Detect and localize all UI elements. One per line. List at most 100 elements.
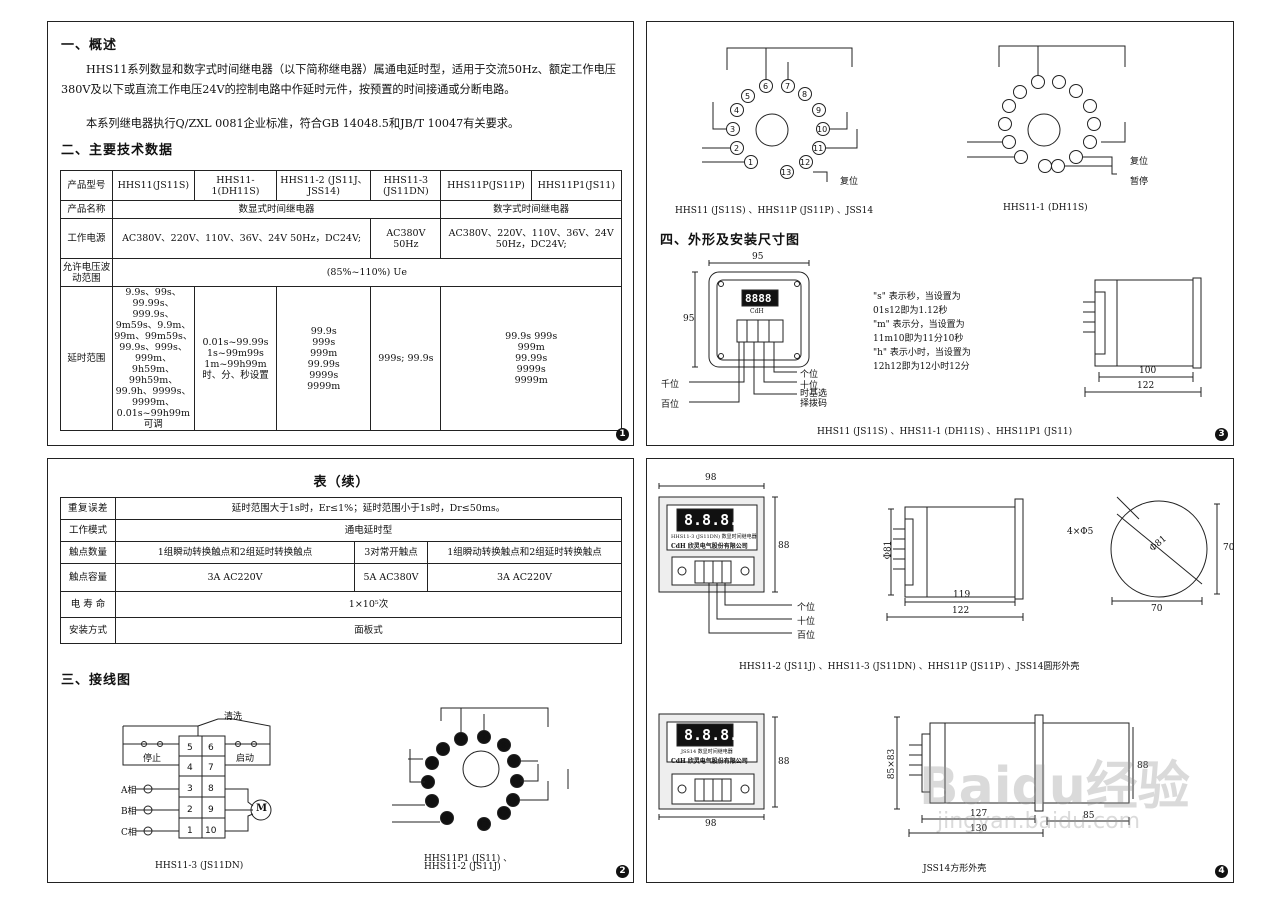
svg-text:9: 9 — [511, 757, 516, 766]
section-heading-wiring: 三、接线图 — [61, 673, 132, 688]
dimension-caption: HHS11 (JS11S) 、HHS11-1 (DH11S) 、HHS11P1 … — [817, 427, 1073, 437]
wiring-caption-right-1: HHS11P1 (JS11) 、 — [424, 854, 513, 864]
terminal-caption-right: HHS11-1 (DH11S) — [1003, 203, 1088, 213]
dim-88-side: 88 — [1137, 761, 1149, 771]
timebase-label: 时基选择拨码 — [800, 389, 828, 409]
dim-122: 122 — [1137, 381, 1155, 391]
wiring-label-stop: 停止 — [143, 754, 162, 764]
table-cell: HHS11P1(JS11) — [530, 170, 623, 201]
phase-b-label: B相 — [121, 807, 137, 817]
svg-text:8: 8 — [208, 784, 214, 794]
model-label-round: HHS11-3 (JS11DN) 数显时间继电器 — [671, 534, 757, 540]
svg-text:11: 11 — [813, 144, 823, 153]
company-label-square: CdH 欣灵电气股份有限公司 — [671, 758, 748, 765]
svg-text:5: 5 — [745, 92, 750, 101]
table-cell: AC380V、220V、110V、36V、24V 50Hz，DC24V; — [440, 218, 622, 259]
brand-label: CdH — [750, 308, 764, 315]
table-cell: HHS11-3 (JS11DN) — [370, 170, 442, 201]
tens-digit-label: 十位 — [797, 617, 816, 627]
round-housing-side — [886, 496, 1220, 621]
table-continued-title: 表（续） — [313, 475, 370, 490]
table-cell: 产品型号 — [60, 170, 113, 201]
dim-98-bottom: 98 — [705, 819, 717, 829]
svg-text:8: 8 — [802, 90, 807, 99]
motor-symbol: M — [256, 803, 268, 814]
phase-a-label: A相 — [121, 786, 137, 796]
table-cell: 999s; 99.9s — [370, 286, 442, 431]
page-panel-4: 98 88 8.8.8. HHS11-3 (JS11DN) 数显时间继电器 Cd… — [646, 458, 1234, 883]
svg-text:5: 5 — [187, 743, 193, 753]
square-housing-caption: JSS14方形外壳 — [923, 864, 987, 874]
dim-4xphi5: 4×Φ5 — [1067, 527, 1094, 537]
svg-text:4: 4 — [187, 763, 193, 773]
time-note-minutes: "m" 表示分，当设置为11m10即为11分10秒 — [873, 320, 965, 344]
table-cell: 工作电源 — [60, 218, 113, 259]
svg-text:13: 13 — [478, 820, 488, 829]
table-cell: 允许电压波动范围 — [60, 258, 113, 287]
standard-paragraph: 本系列继电器执行Q/ZXL 0081企业标准，符合GB 14048.5和JB/T… — [86, 117, 520, 130]
table-cell: 安装方式 — [60, 617, 116, 644]
svg-text:6: 6 — [208, 743, 214, 753]
company-label: CdH 欣灵电气股份有限公司 — [671, 543, 748, 550]
svg-text:10: 10 — [205, 826, 217, 836]
overview-paragraph: HHS11系列数显和数字式时间继电器（以下简称继电器）属通电延时型，适用于交流5… — [61, 63, 616, 96]
svg-text:7: 7 — [785, 82, 790, 91]
dim-98-top: 98 — [705, 473, 717, 483]
table-cell: 0.01s~99.99s 1s~99m99s 1m~99h99m 时、分、秒设置 — [193, 286, 278, 431]
tens-digit-label: 十位 — [800, 381, 819, 391]
watermark-logo: Baidu经验 — [919, 757, 1190, 817]
svg-text:13: 13 — [781, 168, 791, 177]
page-number-badge: 4 — [1215, 865, 1228, 878]
round-housing-caption: HHS11-2 (JS11J) 、HHS11-3 (JS11DN) 、HHS11… — [739, 662, 1080, 672]
svg-text:3: 3 — [730, 125, 735, 134]
table-cell: 数字式时间继电器 — [440, 200, 622, 219]
digital-display: 8888 — [745, 292, 772, 305]
dim-119: 119 — [953, 590, 971, 600]
terminal-diagram-right — [967, 45, 1126, 175]
watermark-url: jingyan.baidu.com — [937, 809, 1141, 834]
side-view — [1083, 277, 1202, 397]
dim-70-vertical: 70 — [1223, 543, 1235, 553]
table-cell: 3A AC220V — [115, 563, 355, 592]
round-housing-front — [658, 483, 792, 634]
wiring-label-start: 启动 — [236, 754, 255, 764]
svg-text:9: 9 — [208, 805, 214, 815]
dim-127: 127 — [970, 809, 988, 819]
digital-display-square: 8.8.8. — [684, 726, 739, 744]
dim-95-width: 95 — [752, 252, 764, 262]
thousands-digit-label: 千位 — [661, 380, 680, 390]
svg-text:2: 2 — [429, 797, 434, 806]
hundreds-digit-label: 百位 — [661, 400, 680, 410]
square-housing-front — [658, 713, 1134, 837]
svg-text:7: 7 — [481, 733, 486, 742]
page-number-badge: 3 — [1215, 428, 1228, 441]
table-cell: 延时范围 — [60, 286, 113, 431]
svg-text:8: 8 — [501, 741, 506, 750]
table-cell: AC380V、220V、110V、36V、24V 50Hz，DC24V; — [111, 218, 372, 259]
svg-text:7: 7 — [208, 763, 214, 773]
dim-100: 100 — [1139, 366, 1157, 376]
table-cell: 99.9s 999s 999m 99.99s 9999s 9999m — [440, 286, 622, 431]
reset-label-right: 复位 — [1130, 157, 1149, 167]
svg-text:6: 6 — [458, 735, 463, 744]
table-cell: 面板式 — [115, 617, 622, 644]
phase-c-label: C相 — [121, 828, 137, 838]
wiring-caption-right-2: HHS11-2 (JS11J) — [424, 862, 501, 872]
svg-text:1: 1 — [187, 826, 193, 836]
continued-table: 重复误差 延时范围大于1s时，Er≤1%；延时范围小于1s时，Dr≤50ms。 … — [60, 497, 622, 644]
dim-88-square: 88 — [778, 757, 790, 767]
table-cell: 产品名称 — [60, 200, 113, 219]
svg-text:6: 6 — [763, 82, 768, 91]
table-cell: HHS11-2 (JS11J、JSS14) — [276, 170, 372, 201]
svg-text:2: 2 — [187, 805, 193, 815]
svg-text:10: 10 — [511, 777, 521, 786]
page-number-badge: 2 — [616, 865, 629, 878]
table-cell: HHS11-1(DH11S) — [193, 170, 278, 201]
svg-text:2: 2 — [734, 144, 739, 153]
svg-text:3: 3 — [187, 784, 193, 794]
square-front-view — [689, 260, 810, 403]
model-label-square: JSS14 数显时间继电器 — [681, 749, 733, 755]
svg-text:11: 11 — [507, 796, 517, 805]
